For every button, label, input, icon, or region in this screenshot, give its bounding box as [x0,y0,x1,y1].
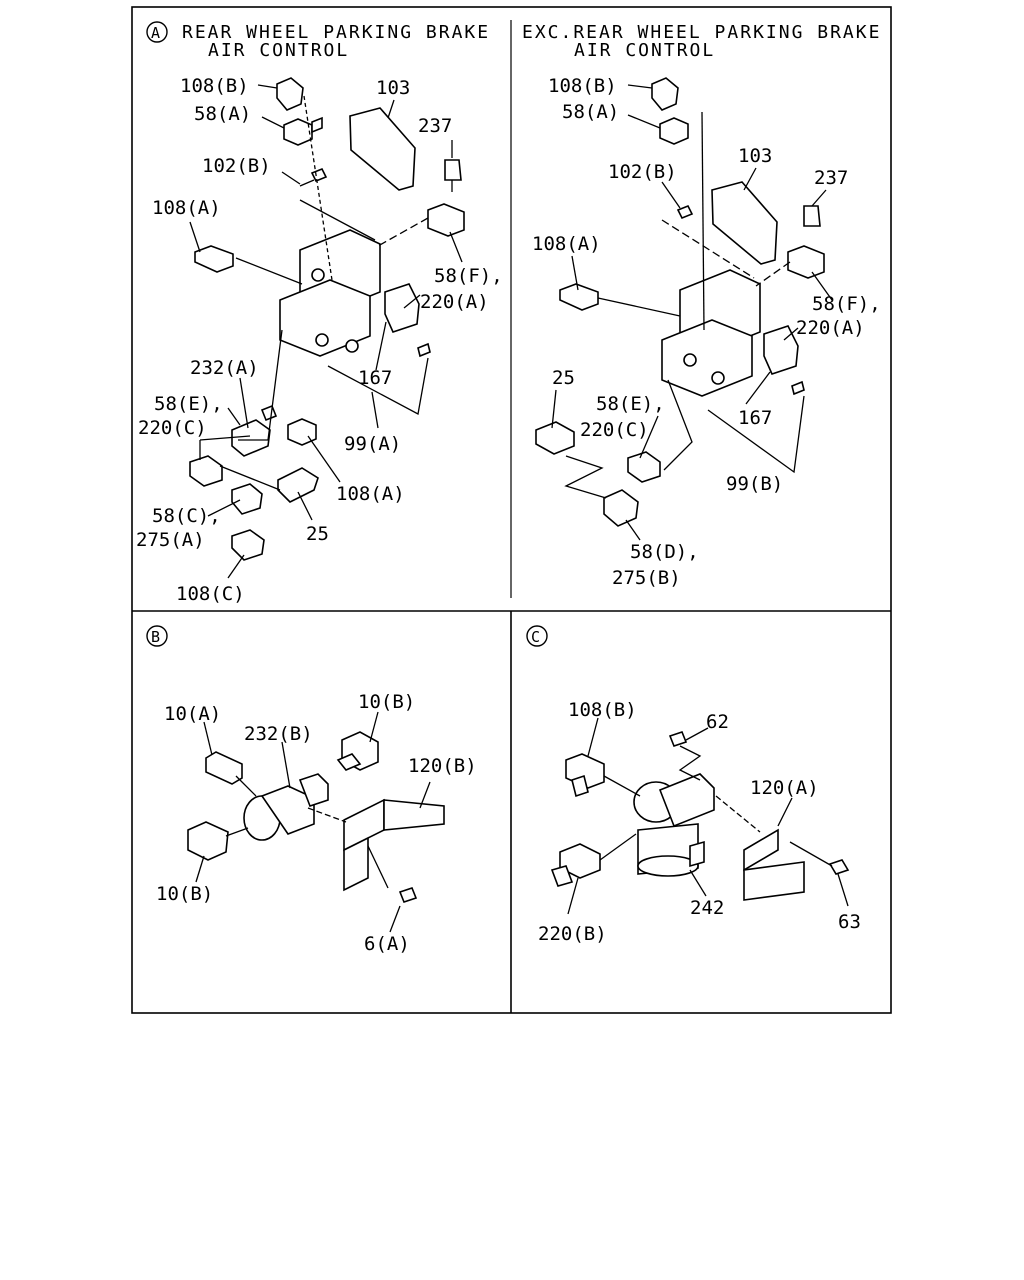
section-a-label-108c: 108(C) [176,583,245,605]
section-c-label-108b: 108(B) [568,699,637,721]
section-a-marker-circle [146,21,168,43]
section-a-label-25: 25 [306,523,329,545]
section-c-marker-circle [526,625,548,647]
section-a-label-108b: 108(B) [180,75,249,97]
section-a-exc: EXC.REAR WHEEL PARKING BRAKE AIR CONTROL [522,22,881,589]
section-c-leaders [567,717,849,915]
section-a-label-232a: 232(A) [190,357,259,379]
section-b-label-10a: 10(A) [164,703,221,725]
section-c-label-63: 63 [838,911,861,933]
section-a-exc-label-58a: 58(A) [562,101,619,123]
section-c-label-120a: 120(A) [750,777,819,799]
section-a-exc-label-58d: 58(D), [630,541,699,563]
section-b-leaders [195,711,431,933]
section-b-label-10b-top: 10(B) [358,691,415,713]
section-a-exc-parts [535,77,825,527]
section-a-exc-label-220c: 220(C) [580,419,649,441]
section-a-label-58a: 58(A) [194,103,251,125]
section-a-label-237: 237 [418,115,452,137]
diagram-frame [131,6,892,1014]
section-a-label-220c: 220(C) [138,417,207,439]
section-b-label-6a: 6(A) [364,933,410,955]
section-a-exc-label-220a: 220(A) [796,317,865,339]
section-a-label-167: 167 [358,367,392,389]
section-a-exc-label-58e: 58(E), [596,393,665,415]
section-a-exc-label-167: 167 [738,407,772,429]
section-a-label-220a: 220(A) [420,291,489,313]
section-a-exc-label-108b: 108(B) [548,75,617,97]
section-a-label-108a-top: 108(A) [152,197,221,219]
section-a-exc-label-102b: 102(B) [608,161,677,183]
section-a-label-58f: 58(F), [434,265,503,287]
section-b: B [146,625,477,955]
section-b-label-120b: 120(B) [408,755,477,777]
section-a-exc-leaders [551,84,833,541]
section-a-exc-label-25: 25 [552,367,575,389]
section-a-marker: A [151,24,160,42]
section-b-parts [187,731,445,903]
section-a-label-58c: 58(C), [152,505,221,527]
section-c-label-242: 242 [690,897,724,919]
section-a-exc-label-275b: 275(B) [612,567,681,589]
section-b-label-10b-bottom: 10(B) [156,883,213,905]
section-a-label-99a: 99(A) [344,433,401,455]
section-a-parts [189,77,465,561]
section-c-parts [550,731,850,901]
section-c-label-62: 62 [706,711,729,733]
section-a-exc-label-99b: 99(B) [726,473,783,495]
section-b-marker-circle [146,625,168,647]
section-a-title-line2: AIR CONTROL [208,40,349,61]
section-a-label-102b: 102(B) [202,155,271,177]
section-a-exc-label-58f: 58(F), [812,293,881,315]
section-b-marker: B [151,628,160,646]
section-c-marker: C [531,628,540,646]
section-b-label-232b: 232(B) [244,723,313,745]
section-a: A REAR WHEEL PARKING BRAKE AIR CONTROL [136,21,503,605]
section-a-exc-label-103: 103 [738,145,772,167]
section-a-label-275a: 275(A) [136,529,205,551]
section-c-label-220b: 220(B) [538,923,607,945]
section-a-exc-title-line1: EXC.REAR WHEEL PARKING BRAKE [522,22,881,43]
section-c: C [526,625,861,945]
section-a-label-108a-bottom: 108(A) [336,483,405,505]
section-a-label-103: 103 [376,77,410,99]
section-a-exc-label-237: 237 [814,167,848,189]
section-a-title-line1: REAR WHEEL PARKING BRAKE [182,22,490,43]
section-a-exc-label-108a: 108(A) [532,233,601,255]
section-a-exc-title-line2: AIR CONTROL [574,40,715,61]
section-a-leaders [189,84,463,579]
section-a-label-58e: 58(E), [154,393,223,415]
